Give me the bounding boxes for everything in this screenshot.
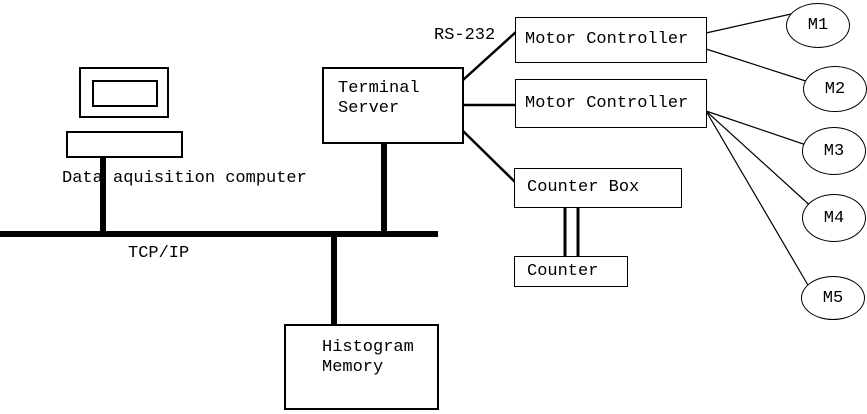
mc1-to-m1-line (705, 11, 801, 34)
keyboard-icon (66, 131, 183, 158)
terminal-server-label: Terminal Server (338, 79, 420, 118)
motor-controller-1-label: Motor Controller (525, 30, 689, 49)
mc2-to-m4-line (705, 110, 816, 211)
motor-m4-node: M4 (802, 194, 866, 242)
monitor-icon (79, 67, 169, 118)
counter-label: Counter (527, 261, 599, 281)
motor-controller-2-box: Motor Controller (515, 79, 707, 128)
motor-m3-label: M3 (823, 141, 845, 161)
motor-m1-label: M1 (807, 16, 829, 35)
motor-m3-node: M3 (802, 127, 866, 175)
tcpip-bus-label: TCP/IP (128, 244, 190, 263)
motor-m5-node: M5 (801, 276, 865, 320)
motor-m1-node: M1 (786, 3, 850, 48)
motor-controller-2-label: Motor Controller (525, 93, 689, 113)
motor-m4-label: M4 (823, 208, 845, 228)
motor-m2-node: M2 (803, 66, 867, 112)
ts-to-counter-box-line (462, 130, 517, 184)
motor-m2-label: M2 (824, 79, 846, 99)
counter-box: Counter (514, 256, 628, 287)
histogram-memory-label: Histogram Memory (322, 338, 414, 377)
motor-controller-1-box: Motor Controller (515, 17, 707, 63)
mc2-to-m3-line (705, 110, 816, 149)
histogram-memory-box: Histogram Memory (284, 324, 439, 410)
daq-computer-label: Data aquisition computer (62, 169, 307, 188)
monitor-screen-icon (92, 80, 158, 107)
mc2-to-m5-line (705, 110, 813, 293)
rs232-link-label: RS-232 (434, 26, 496, 45)
ts-to-motor-controller-1-line (462, 30, 518, 81)
motor-m5-label: M5 (822, 288, 844, 308)
counter-box-label: Counter Box (527, 178, 640, 197)
mc1-to-m2-line (705, 48, 816, 85)
terminal-server-box: Terminal Server (322, 67, 464, 144)
counter-box-box: Counter Box (514, 168, 682, 208)
